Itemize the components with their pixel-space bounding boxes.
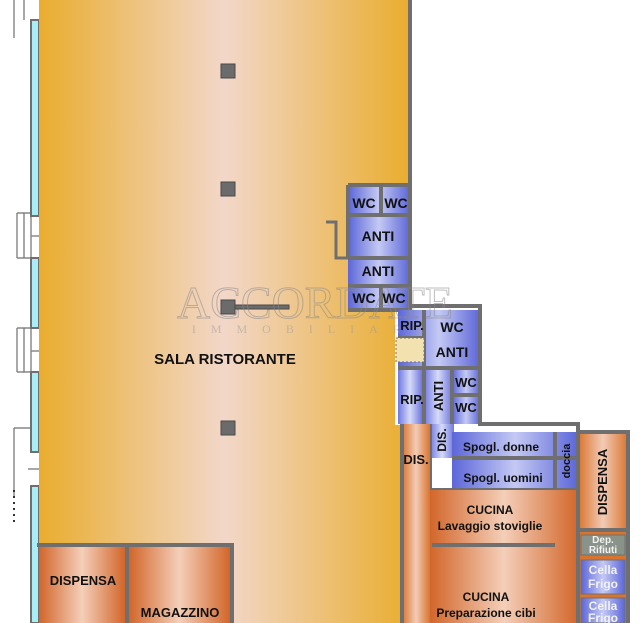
entrance-steps: [16, 327, 32, 373]
dis-vert-room: [430, 424, 454, 458]
label-wc: WC: [455, 400, 477, 415]
storage-walls: [37, 543, 234, 623]
dis-corridor: [402, 424, 430, 623]
label-dis-vertical: DIS.: [435, 428, 449, 451]
label-dep-rifiuti: Dep.: [592, 535, 614, 546]
label-wc: WC: [384, 195, 407, 211]
bathroom-block-middle: [395, 304, 580, 492]
window-strip: [30, 257, 40, 329]
label-dispensa-right: DISPENSA: [595, 448, 610, 515]
label-cucina-lavaggio-sub: Lavaggio stoviglie: [438, 519, 543, 533]
label-dis: DIS.: [403, 452, 428, 467]
doorway: [395, 337, 425, 363]
partition-wall: [326, 220, 348, 260]
dep-rifiuti-room: [580, 534, 626, 556]
label-dispensa-left: DISPENSA: [50, 573, 117, 588]
label-doccia: doccia: [561, 443, 573, 479]
window-strip: [30, 19, 40, 217]
label-spogliatoio-uomini: Spogl. uomini: [463, 471, 542, 485]
window-strip: [30, 485, 40, 623]
pillar: [220, 181, 236, 197]
label-dep-rifiuti-sub: Rifiuti: [589, 545, 618, 556]
label-cella-frigo-sub: Frigo: [588, 611, 618, 623]
pillar: [220, 63, 236, 79]
cella-frigo-room: [580, 597, 626, 623]
label-cucina-preparazione-sub: Preparazione cibi: [436, 606, 535, 620]
perimeter-wall: [408, 0, 578, 426]
kitchen-walls: [400, 424, 630, 623]
kitchen-area: [400, 424, 630, 623]
label-spogliatoio-donne: Spogl. donne: [463, 440, 539, 454]
cella-frigo-room: [580, 559, 626, 595]
label-anti: ANTI: [362, 228, 395, 244]
bathroom-block-top: [326, 183, 412, 312]
label-wc: WC: [382, 290, 405, 306]
label-wc: WC: [440, 319, 463, 335]
label-rip: RIP.: [400, 318, 424, 333]
magazzino-room: [129, 545, 230, 623]
anti-room: [424, 368, 452, 424]
counter-bar: [234, 304, 290, 310]
label-magazzino: MAGAZZINO: [141, 605, 220, 620]
rip-room: [398, 368, 422, 424]
label-anti: ANTI: [436, 344, 469, 360]
storage-block: [37, 543, 234, 623]
watermark-subtitle: IMMOBILIARE: [192, 322, 438, 336]
entrance-frame: [13, 427, 31, 497]
label-wc: WC: [352, 195, 375, 211]
cucina-room: [430, 490, 578, 623]
window-strip: [30, 371, 40, 453]
dispensa-left-room: [39, 545, 125, 623]
label-cucina-lavaggio: CUCINA: [467, 503, 514, 517]
entrance-frame: [13, 0, 25, 38]
label-cella-frigo-sub: Frigo: [588, 577, 618, 591]
label-sala-ristorante: SALA RISTORANTE: [154, 351, 296, 368]
watermark-logo: ACCORDATE: [177, 277, 453, 328]
pillar: [220, 420, 236, 436]
label-cella-frigo: Cella: [589, 563, 618, 577]
label-wc: WC: [352, 290, 375, 306]
label-anti-vertical: ANTI: [431, 381, 446, 411]
label-cella-frigo: Cella: [589, 599, 618, 613]
label-wc: WC: [455, 375, 477, 390]
label-rip: RIP.: [400, 392, 424, 407]
label-anti: ANTI: [362, 263, 395, 279]
label-cucina-preparazione: CUCINA: [463, 590, 510, 604]
dispensa-right-room: [578, 432, 628, 530]
